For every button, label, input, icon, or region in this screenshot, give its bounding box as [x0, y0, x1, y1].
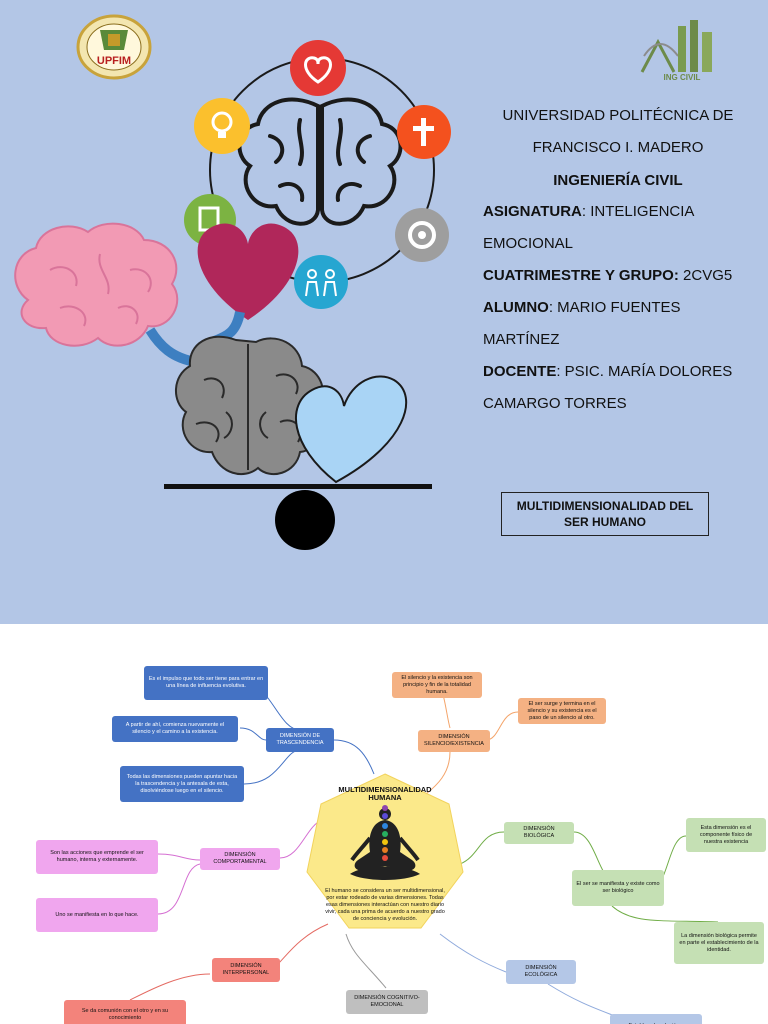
node-bio-3: La dimensión biológica permite en parte … — [674, 922, 764, 964]
mind-map-page: MULTIDIMENSIONALIDAD HUMANA El humano se… — [0, 624, 768, 1024]
family-circle-icon — [294, 255, 348, 309]
node-silencio-1: El silencio y la existencia son principi… — [392, 672, 482, 698]
brain-heart-illustration — [14, 40, 451, 550]
scale-beam — [164, 484, 432, 489]
node-silencio: DIMENSIÓN SILENCIO/EXISTENCIA — [418, 730, 490, 752]
university-name: UNIVERSIDAD POLITÉCNICA DE FRANCISCO I. … — [502, 107, 734, 156]
scale-pivot — [275, 490, 335, 550]
cover-page: UPFIM ING CIVIL — [0, 0, 768, 624]
node-trasc-2: A partir de ahí, comienza nuevamente el … — [112, 716, 238, 742]
ing-civil-logo-text: ING CIVIL — [664, 73, 701, 82]
meditation-figure-icon — [350, 805, 420, 880]
center-description: El humano se considera un ser multidimen… — [325, 888, 445, 922]
node-trascendencia: DIMENSIÓN DE TRASCENDENCIA — [266, 728, 334, 752]
outline-brain-icon — [237, 97, 403, 226]
blue-heart-icon — [294, 375, 408, 484]
red-heart-icon — [197, 223, 299, 320]
group-row: CUATRIMESTRE Y GRUPO: 2CVG5 — [483, 267, 733, 284]
lightbulb-circle-icon — [194, 98, 250, 154]
node-ecologica: DIMENSIÓN ECOLÓGICA — [506, 960, 576, 984]
heart-circle-icon — [290, 40, 346, 96]
node-trasc-1: Es el impulso que todo ser tiene para en… — [144, 666, 268, 700]
node-cognitivo: DIMENSIÓN COGNITIVO-EMOCIONAL — [346, 990, 428, 1014]
document-title-box: MULTIDIMENSIONALIDAD DEL SER HUMANO — [501, 492, 709, 536]
node-comp-2: Uno se manifiesta en lo que hace. — [36, 898, 158, 932]
student-row-cont: MARTÍNEZ — [483, 331, 560, 348]
node-biologica: DIMENSIÓN BIOLÓGICA — [504, 822, 574, 844]
upfim-logo-text: UPFIM — [97, 55, 131, 67]
subject-row: ASIGNATURA: INTELIGENCIA — [483, 203, 695, 220]
node-trasc-3: Todas las dimensiones pueden apuntar hac… — [120, 766, 244, 802]
student-row: ALUMNO: MARIO FUENTES — [483, 299, 681, 316]
node-bio-2: Esta dimensión es el componente físico d… — [686, 818, 766, 852]
node-eco-1: Establece la relación y — [610, 1014, 702, 1024]
teacher-row-cont: CAMARGO TORRES — [483, 395, 627, 412]
node-comportamental: DIMENSIÓN COMPORTAMENTAL — [200, 848, 280, 870]
node-silencio-2: El ser surge y termina en el silencio y … — [518, 698, 606, 724]
pink-brain-icon — [14, 222, 179, 347]
ing-civil-logo-icon: ING CIVIL — [640, 20, 712, 82]
center-title: MULTIDIMENSIONALIDAD HUMANA — [338, 785, 432, 802]
node-bio-1: El ser se manifiesta y existe como ser b… — [572, 870, 664, 906]
teacher-row: DOCENTE: PSIC. MARÍA DOLORES — [483, 363, 733, 380]
subject-row-cont: EMOCIONAL — [483, 235, 574, 252]
upfim-logo-icon: UPFIM — [76, 14, 152, 80]
cover-info: UNIVERSIDAD POLITÉCNICA DE FRANCISCO I. … — [483, 100, 753, 420]
node-interpersonal: DIMENSIÓN INTERPERSONAL — [212, 958, 280, 982]
career-name: INGENIERÍA CIVIL — [553, 172, 683, 189]
node-comp-1: Son las acciones que emprende el ser hum… — [36, 840, 158, 874]
node-inter-1: Se da comunión con el otro y en su conoc… — [64, 1000, 186, 1024]
